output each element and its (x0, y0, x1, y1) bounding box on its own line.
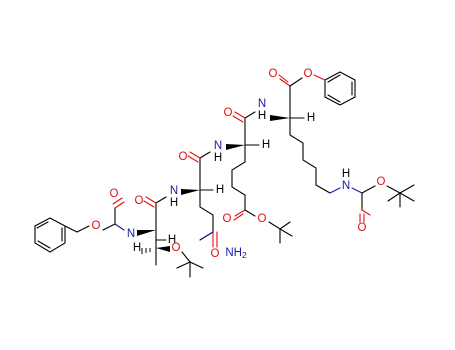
atom-o-cbz-ether: O (92, 220, 101, 232)
boc-tbutyl (386, 185, 401, 208)
atom-h-thr-beta: H (133, 242, 141, 254)
atom-o-cbz-carbonyl: O (110, 188, 119, 200)
atom-h-glu-alpha: H (262, 139, 270, 151)
atom-h-glu: H (214, 152, 222, 164)
atom-h-boc: H (342, 168, 350, 180)
wedge-lys-n (270, 115, 290, 121)
atom-n-thr: N (127, 228, 135, 240)
atom-o-amide-lys: O (224, 107, 233, 119)
atom-h-lys-n: H (258, 110, 266, 122)
atom-o-thr-ether: O (172, 242, 181, 254)
atom-nh2-gln: NH2 (225, 247, 247, 260)
atom-o-boc-ether: O (377, 176, 386, 188)
atom-n-gln: N (170, 185, 178, 197)
thr-tbutyl (181, 251, 191, 278)
atom-o-ester-carbonyl: O (269, 68, 278, 80)
atom-n-glu: N (214, 140, 222, 152)
wedge-glu-n (226, 144, 245, 150)
atom-h-lys-alpha: H (307, 112, 315, 124)
atom-o-glu-ester-ether: O (258, 213, 267, 225)
atom-o-gln-amide: O (211, 248, 220, 260)
lys-side-chain (289, 117, 331, 194)
bond-o-carbonyl-c (289, 77, 303, 87)
glu-tbutyl (268, 221, 291, 230)
atom-o-ester-ether: O (304, 68, 313, 80)
phenyl-ring-left (34, 217, 66, 253)
bond-ester-co (279, 78, 291, 87)
atom-o-amide-glu: O (179, 151, 188, 163)
atom-o-amide-gln: O (135, 195, 144, 207)
atom-h-gln-alpha: H (216, 184, 224, 196)
gln-side-chain (199, 189, 214, 241)
atom-h-gln: H (170, 197, 178, 209)
wedge-thr-o (156, 246, 170, 252)
atom-n-boc: N (342, 180, 350, 192)
wedge-thr-n (137, 230, 156, 236)
atom-h-thr-alpha: H (168, 234, 176, 246)
atom-n-lys: N (258, 98, 266, 110)
wedge-gln-n (181, 189, 200, 195)
phenyl-ring-right (324, 71, 356, 106)
bond-phenyl-o (313, 74, 326, 81)
glu-side-chain (231, 144, 246, 211)
atom-o-glu-ester-carbonyl: O (223, 213, 232, 225)
atom-o-boc-carbonyl: O (358, 222, 367, 234)
